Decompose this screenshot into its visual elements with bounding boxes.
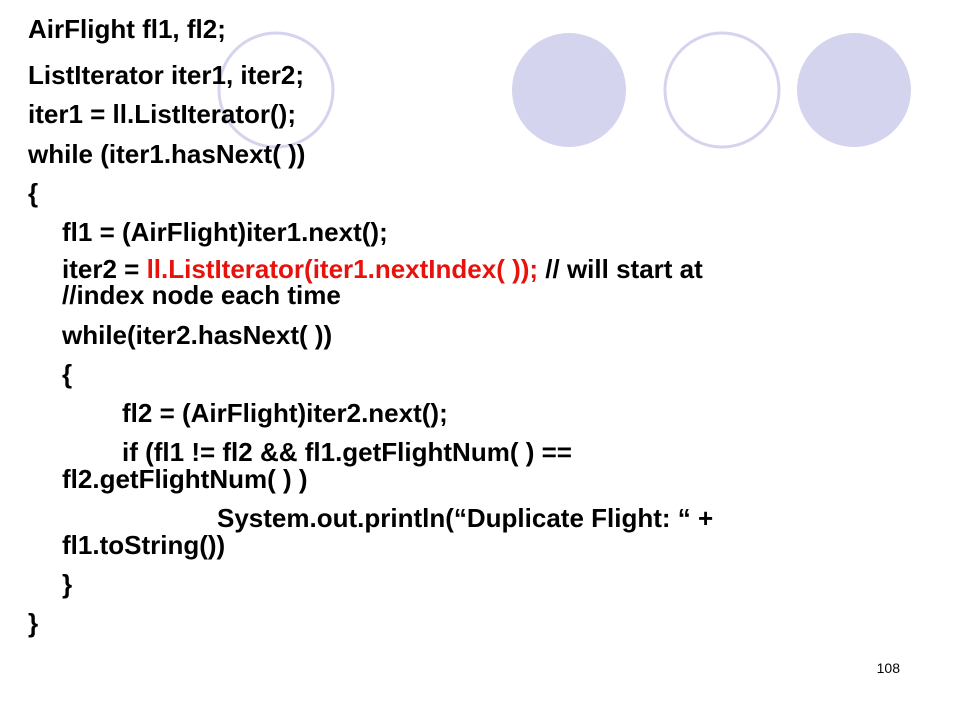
code-line-4: while (iter1.hasNext( )) — [28, 139, 306, 169]
code-line-13: fl2.getFlightNum( ) ) — [62, 464, 308, 494]
code-line-15: fl1.toString()) — [62, 530, 226, 560]
code-line-8: //index node each time — [62, 280, 341, 310]
circle-outline-2 — [663, 31, 781, 149]
circle-filled-2 — [797, 33, 911, 147]
page-number: 108 — [876, 660, 900, 676]
code-line-7: iter2 = ll.ListIterator(iter1.nextIndex(… — [62, 256, 703, 283]
code-line-5: { — [28, 178, 39, 208]
code-line-14: System.out.println(“Duplicate Flight: “ … — [217, 503, 714, 533]
code-line-7-highlight: ll.ListIterator(iter1.nextIndex( )); — [146, 254, 539, 284]
code-line-2: ListIterator iter1, iter2; — [28, 60, 304, 90]
code-line-17: } — [28, 608, 39, 638]
code-line-10: { — [62, 359, 73, 389]
circle-filled-1 — [512, 33, 626, 147]
code-line-9: while(iter2.hasNext( )) — [62, 320, 333, 350]
code-line-7-after: // will start at — [538, 254, 703, 284]
decorative-circles — [217, 31, 911, 149]
code-line-16: } — [62, 569, 73, 599]
code-line-1: AirFlight fl1, fl2; — [28, 14, 226, 44]
code-line-12: if (fl1 != fl2 && fl1.getFlightNum( ) == — [122, 437, 572, 467]
code-line-11: fl2 = (AirFlight)iter2.next(); — [122, 398, 448, 428]
code-line-3: iter1 = ll.ListIterator(); — [28, 99, 296, 129]
circle-outline-1 — [217, 31, 335, 149]
code-line-6: fl1 = (AirFlight)iter1.next(); — [62, 217, 388, 247]
code-line-7-before: iter2 = — [62, 254, 147, 284]
